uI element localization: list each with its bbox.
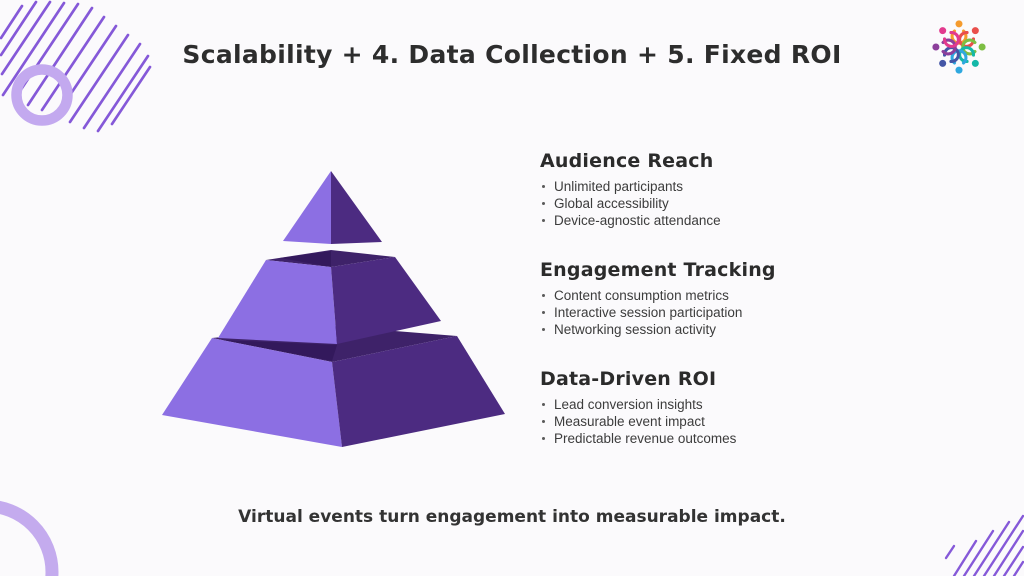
bullet-item: Lead conversion insights <box>540 396 880 413</box>
bullet-text: Device-agnostic attendance <box>554 213 721 228</box>
bullet-dot <box>542 420 545 423</box>
bullet-dot <box>542 202 545 205</box>
bullet-item: Interactive session participation <box>540 304 880 321</box>
bullet-dot <box>542 403 545 406</box>
bullet-text: Content consumption metrics <box>554 288 729 303</box>
bullet-text: Unlimited participants <box>554 179 684 194</box>
section-audience-reach: Audience Reach Unlimited participants Gl… <box>540 150 880 229</box>
section-heading: Engagement Tracking <box>540 259 776 281</box>
section-engagement-tracking: Engagement Tracking Content consumption … <box>540 259 880 338</box>
bullet-item: Global accessibility <box>540 195 880 212</box>
bullet-text: Interactive session participation <box>554 305 743 320</box>
bullet-item: Networking session activity <box>540 321 880 338</box>
corner-decoration-bottom-left <box>0 500 59 576</box>
bullet-text: Predictable revenue outcomes <box>554 431 737 446</box>
bullet-item: Content consumption metrics <box>540 287 880 304</box>
section-heading: Audience Reach <box>540 150 714 172</box>
pyramid-tier-middle <box>218 250 441 344</box>
bullet-dot <box>542 437 545 440</box>
bullet-text: Global accessibility <box>554 196 669 211</box>
bullet-dot <box>542 219 545 222</box>
pyramid-tier-top <box>283 171 382 244</box>
bullet-item: Device-agnostic attendance <box>540 212 880 229</box>
bullet-text: Lead conversion insights <box>554 397 703 412</box>
tagline: Virtual events turn engagement into meas… <box>238 507 786 527</box>
bullet-dot <box>542 328 545 331</box>
page-title: Scalability + 4. Data Collection + 5. Fi… <box>182 40 842 69</box>
pyramid-tier-bottom <box>162 326 505 447</box>
ring-icon <box>11 64 73 126</box>
pyramid-diagram <box>162 171 505 447</box>
section-heading: Data-Driven ROI <box>540 368 717 390</box>
bullet-item: Unlimited participants <box>540 178 880 195</box>
section-data-driven-roi: Data-Driven ROI Lead conversion insights… <box>540 368 880 447</box>
bullet-dot <box>542 311 545 314</box>
bullet-item: Measurable event impact <box>540 413 880 430</box>
company-logo-icon <box>932 20 986 74</box>
bullet-dot <box>542 294 545 297</box>
bullet-item: Predictable revenue outcomes <box>540 430 880 447</box>
bullet-text: Measurable event impact <box>554 414 705 429</box>
bullet-dot <box>542 185 545 188</box>
bullet-text: Networking session activity <box>554 322 717 337</box>
corner-decoration-top-left <box>0 0 152 133</box>
